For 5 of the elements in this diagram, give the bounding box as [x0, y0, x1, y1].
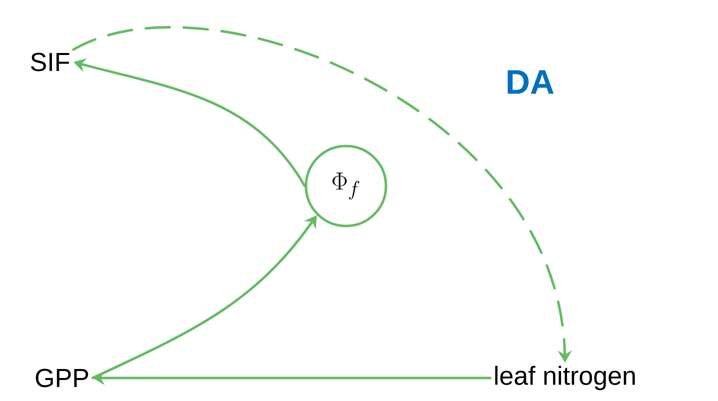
circle-node: $\Phi_{f}$: [304, 144, 388, 228]
node-label: leaf nitrogen: [495, 366, 635, 390]
label-text: DA: [508, 70, 554, 94]
node-label: GPP: [36, 368, 88, 388]
node-label: SIF: [30, 52, 70, 72]
